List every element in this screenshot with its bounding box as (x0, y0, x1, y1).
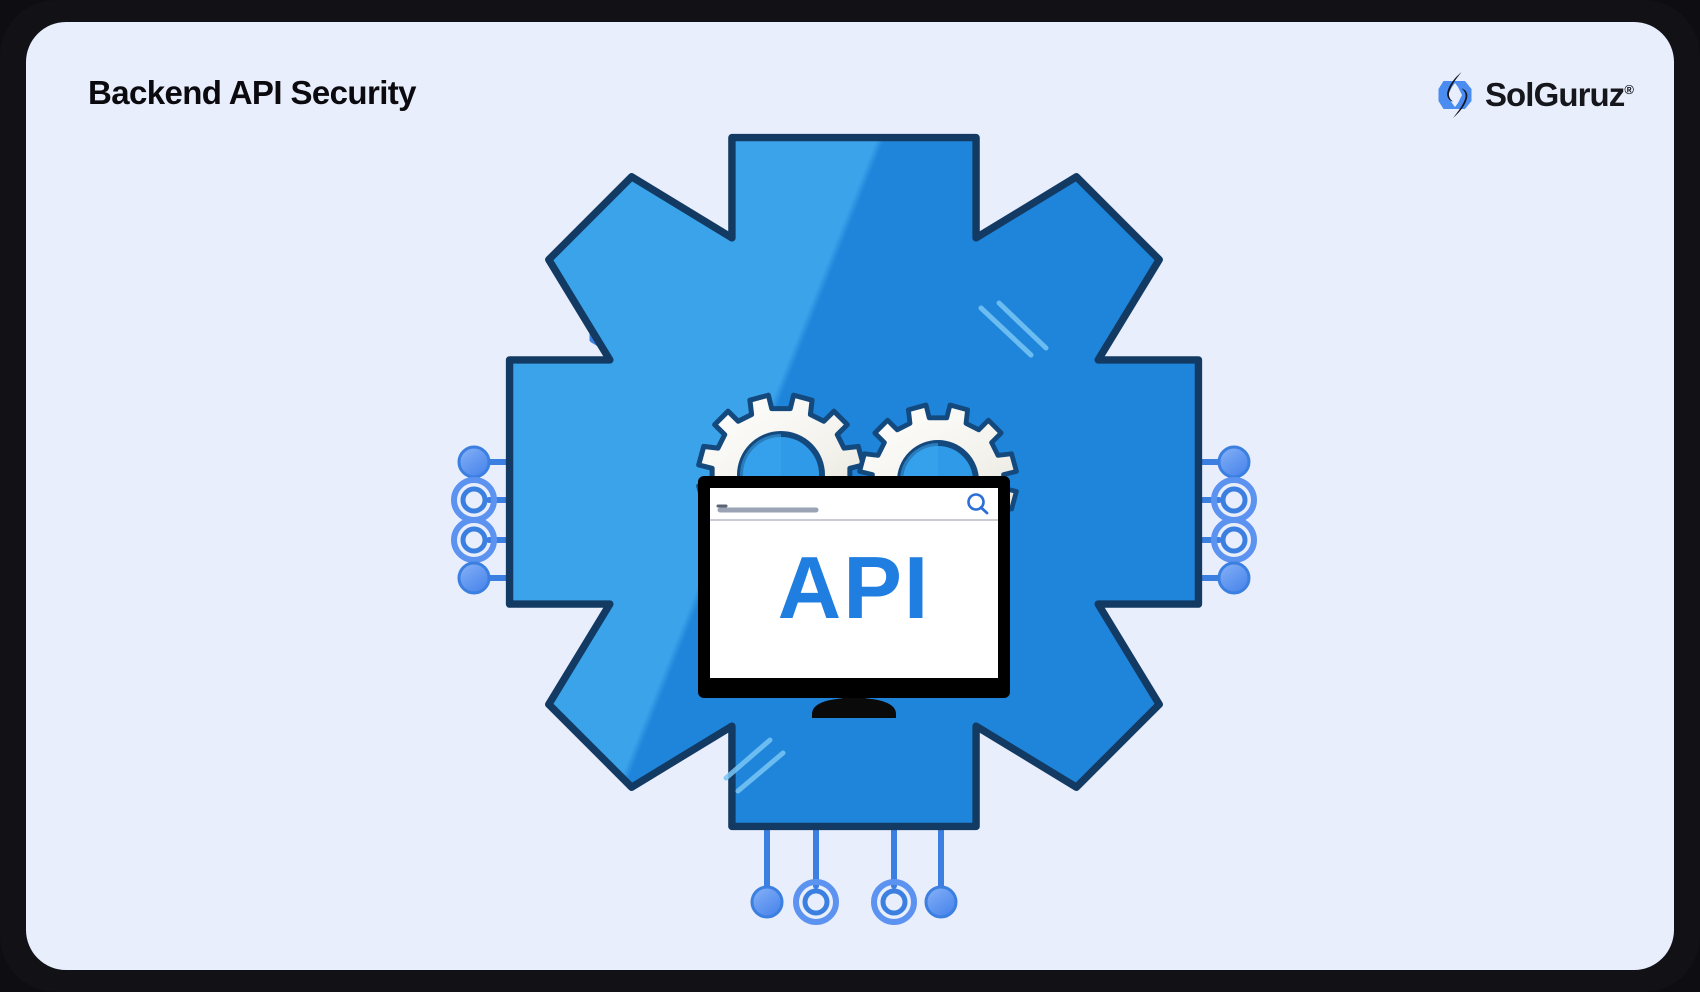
circuit-node-filled (1217, 445, 1251, 479)
content-card: Backend API Security SolGuruz® (26, 22, 1674, 970)
circuit-node-ring (793, 879, 839, 925)
solguruz-hexagon-swoosh-logo-icon (1432, 70, 1478, 120)
monitor: API (698, 476, 1010, 698)
brand-logo: SolGuruz® (1432, 70, 1634, 120)
browser-bar (710, 488, 998, 520)
magnifier-icon (967, 493, 989, 515)
circuit-node-filled (1217, 561, 1251, 595)
page-title: Backend API Security (88, 74, 417, 111)
circuit-nodes-left (451, 445, 497, 595)
circuit-node-filled (924, 885, 958, 919)
brand-name-text: SolGuruz (1484, 76, 1625, 113)
screen-api-label: API (778, 538, 931, 637)
circuit-node-filled (457, 561, 491, 595)
circuit-node-ring-inner (1220, 526, 1248, 554)
circuit-node-ring-inner (1220, 486, 1248, 514)
circuit-node-ring (1211, 517, 1257, 563)
circuit-node-ring-inner (802, 888, 830, 916)
api-security-illustration: API (26, 118, 1674, 970)
circuit-nodes-bottom (750, 879, 958, 925)
circuit-node-filled (750, 885, 784, 919)
circuit-nodes-right (1211, 445, 1257, 595)
brand-name: SolGuruz® (1485, 76, 1634, 114)
gear-gloss-highlights (723, 300, 1049, 794)
circuit-node-ring (451, 517, 497, 563)
circuit-node-ring-inner (460, 526, 488, 554)
circuit-node-ring (871, 879, 917, 925)
circuit-node-ring-inner (460, 486, 488, 514)
circuit-node-ring-inner (880, 888, 908, 916)
registered-trademark-symbol: ® (1624, 82, 1634, 97)
circuit-node-filled (457, 445, 491, 479)
